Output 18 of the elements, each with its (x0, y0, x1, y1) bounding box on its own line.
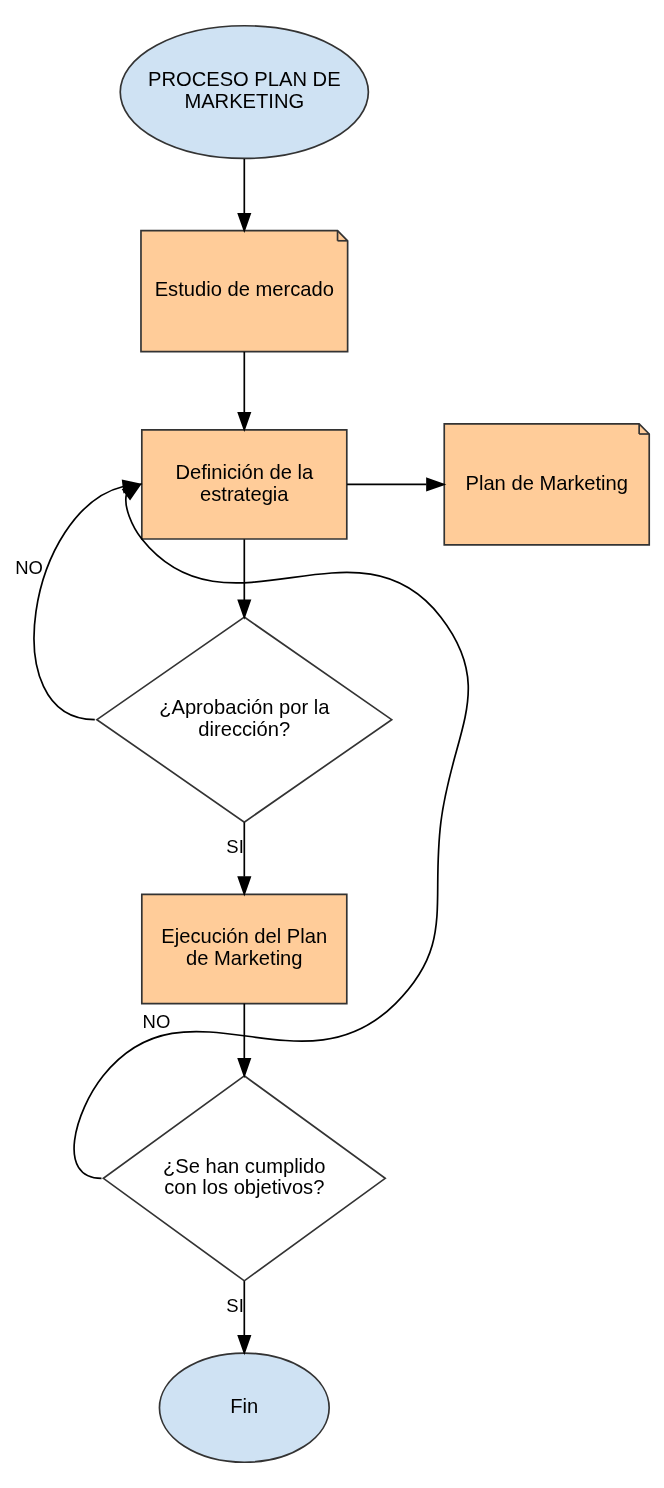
arrow (237, 1002, 252, 1079)
edge-label: SI (226, 1294, 244, 1316)
edge-label: SI (226, 836, 244, 858)
arrow (237, 1280, 252, 1356)
arrow (346, 477, 447, 492)
node-diamond: ¿Aprobación por la dirección? (95, 616, 394, 824)
arrow (237, 538, 252, 620)
node-diamond: ¿Se han cumplido con los objetivos? (101, 1074, 387, 1282)
arrow (237, 351, 252, 433)
arrow (73, 482, 469, 1180)
node-box: Definición de la estrategia (140, 428, 348, 540)
arrow (237, 158, 252, 234)
edge-label: NO (15, 556, 43, 578)
edge-label: NO (142, 1011, 171, 1033)
node-box: Ejecución del Plan de Marketing (140, 893, 348, 1005)
node-ellipse: PROCESO PLAN DE MARKETING (119, 24, 370, 160)
node-ellipse: Fin (158, 1352, 330, 1464)
arrow (237, 821, 252, 897)
